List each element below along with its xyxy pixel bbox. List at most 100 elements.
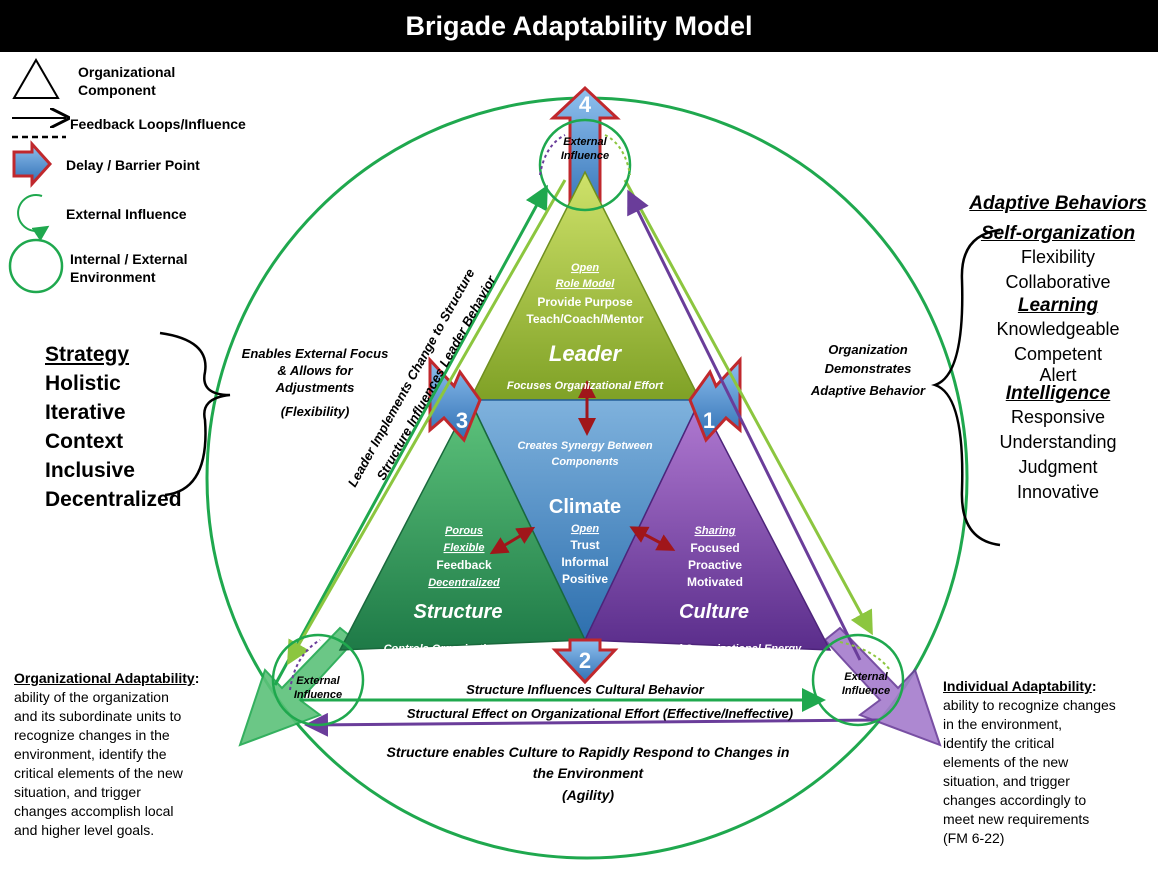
org-adaptability-line: environment, identify the [14,746,167,762]
leader-line1: Provide Purpose [537,295,633,309]
ext-loop-right [839,641,891,671]
barrier-arrow-2 [551,638,619,685]
ind-adaptability-line: situation, and trigger [943,773,1070,789]
climate-item-1: Informal [561,555,608,569]
barrier-number-4: 4 [579,92,592,117]
culture-item-2: Motivated [687,575,743,589]
org-adaptability-line: and its subordinate units to [14,708,182,724]
leader-effort: Focuses Organizational Effort [507,380,665,392]
climate-synergy2: Components [551,456,618,468]
org-demonstrates-line3: Adaptive Behavior [810,383,926,398]
adaptive-item: Innovative [1016,482,1100,502]
org-adaptability-heading: Organizational Adaptability [14,670,195,686]
adaptive-item: Knowledgeable [996,319,1120,339]
intelligence-heading: Intelligence [1005,383,1111,404]
structure-decentralized: Decentralized [428,577,500,589]
barrier-arrow-1 [688,356,742,443]
ext-label-left-1: External [296,675,340,687]
external-influence-icon [17,194,50,242]
org-adaptability-line: recognize changes in the [14,727,170,743]
climate-culture-link [629,526,676,551]
adaptive-item: Responsive [1010,407,1106,427]
enables-external-line3: Adjustments [275,380,355,395]
structure-enables-line1: Structure enables Culture to Rapidly Res… [387,744,790,760]
adaptive-item: Judgment [1018,457,1098,477]
enables-external-line2: & Allows for [277,363,353,378]
structure-flexible: Flexible [444,542,485,554]
adaptive-item: Flexibility [1020,247,1095,267]
ext-label-left-2: Influence [294,689,342,701]
leader-role-model: Role Model [556,278,616,290]
ext-label-right-1: External [844,671,888,683]
ext-loop-top-purple [539,134,566,176]
structure-influences-culture-label: Structure Influences Cultural Behavior [466,682,705,697]
org-demonstrates-line2: Demonstrates [825,361,912,376]
org-adaptability-line: and higher level goals. [14,822,155,838]
climate-name: Climate [549,496,621,518]
leader-open: Open [571,262,599,274]
ind-adaptability-line: elements of the new [943,754,1069,770]
strategy-item: Inclusive [45,459,135,482]
org-feedback-arrow [627,189,862,661]
ind-adaptability-line: ability to recognize changes [943,697,1116,713]
culture-sharing: Sharing [695,525,736,537]
enables-external-line4: (Flexibility) [281,404,350,419]
strategy-block: Strategy Holistic Iterative Context Incl… [45,340,182,514]
culture-energy: Source of Organizational Energy [631,643,802,655]
strategy-item: Context [45,430,124,453]
page-title: Brigade Adaptability Model [405,11,753,41]
ind-adaptability-colon: : [1091,678,1097,694]
org-adaptability-line: ability of the organization [14,689,169,705]
org-adaptability-line: critical elements of the new [14,765,183,781]
adaptive-behaviors-block: Adaptive Behaviors Self-organization Fle… [960,193,1156,505]
ind-adaptability-block: Individual Adaptability: ability to reco… [943,677,1153,848]
barrier-arrow-icon [12,140,53,188]
org-adaptability-line: situation, and trigger [14,784,141,800]
enables-external-line1: Enables External Focus [242,346,389,361]
barrier-number-2: 2 [579,648,591,673]
adaptive-brace [931,228,1001,547]
org-adaptability-line: changes accomplish local [14,803,174,819]
structure-enables-line3: (Agility) [562,787,614,803]
structure-feedback: Feedback [436,558,492,572]
ext-loop-left [289,639,321,691]
org-demonstrates-line1: Organization [828,342,908,357]
title-bar: Brigade Adaptability Model [0,0,1158,52]
barrier-number-1: 1 [703,408,715,433]
structure-porous: Porous [445,525,483,537]
structural-effect-arrow [304,712,881,737]
strategy-heading: Strategy [45,343,130,366]
adaptive-item: Competent [1013,344,1103,364]
climate-item-2: Positive [562,572,608,586]
culture-name: Culture [679,601,749,623]
org-adaptability-colon: : [194,670,200,686]
ext-loop-top-green [604,134,631,176]
climate-item-0: Trust [570,538,599,552]
ind-adaptability-line: (FM 6-22) [943,830,1005,846]
structure-influences-leader-arrow [287,179,567,666]
structure-enables-line2: the Environment [533,765,645,781]
barrier-number-3: 3 [456,408,468,433]
structure-climate-link [489,526,536,555]
external-influence-circle-top [538,118,632,212]
legend-feedback-loops: Feedback Loops/Influence [70,116,246,132]
leader-line2: Teach/Coach/Mentor [526,312,643,326]
strategy-item: Holistic [45,372,121,395]
legend-organizational-component: Organizational Component [78,64,176,98]
climate-open: Open [571,523,599,535]
learning-heading: Learning [1017,295,1099,316]
org-adaptability-block: Organizational Adaptability: ability of … [14,669,244,840]
ind-adaptability-line: identify the critical [943,735,1055,751]
strategy-item: Decentralized [45,488,182,511]
self-org-heading: Self-organization [980,223,1136,244]
adaptive-heading: Adaptive Behaviors [969,193,1147,214]
climate-synergy1: Creates Synergy Between [517,440,652,452]
structure-effort: Controls Organizational Effort [384,643,542,655]
ext-label-right-2: Influence [842,685,890,697]
ind-adaptability-line: meet new requirements [943,811,1090,827]
culture-triangle [583,398,832,651]
adaptive-item: Alert [1039,365,1077,385]
structure-outflow-arrow [238,626,357,747]
triangle-icon [12,58,60,99]
